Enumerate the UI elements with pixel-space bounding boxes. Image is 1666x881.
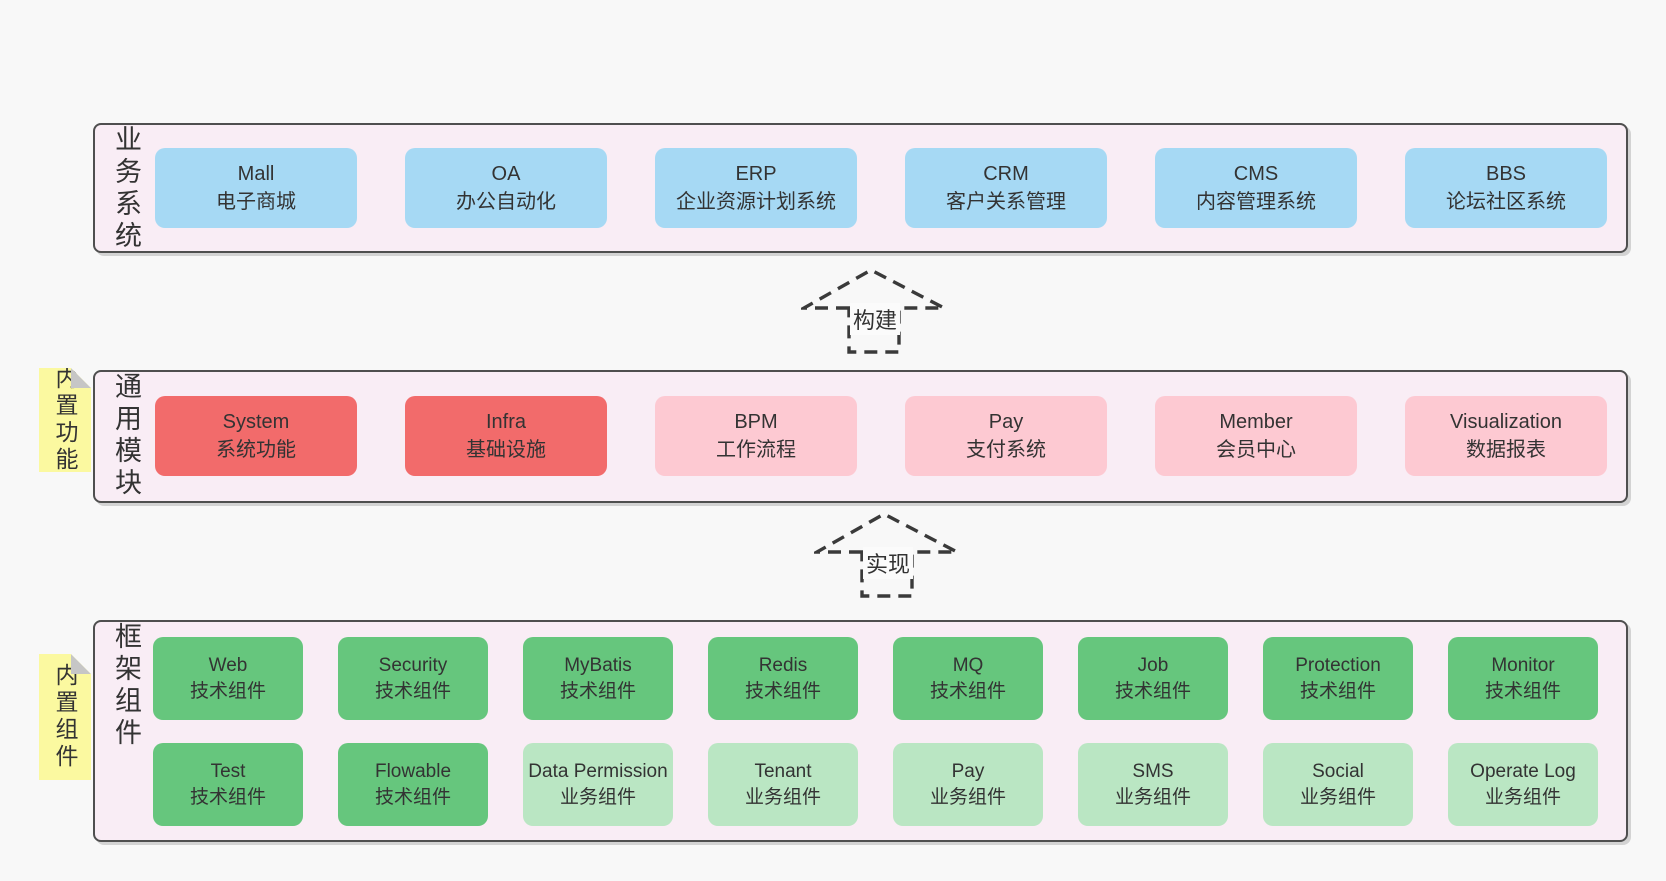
arrow-build: 构建 bbox=[801, 264, 949, 356]
box-infra: Infra 基础设施 bbox=[405, 396, 607, 476]
arrow-implement-label: 实现 bbox=[862, 547, 914, 580]
band-business-systems: 业务系统 Mall 电子商城 OA 办公自动化 ERP 企业资源计划系统 CRM… bbox=[93, 123, 1628, 253]
sticky-built-in-features: 内置功能 bbox=[39, 368, 91, 472]
box-operate-log: Operate Log 业务组件 bbox=[1448, 743, 1598, 826]
business-systems-row: Mall 电子商城 OA 办公自动化 ERP 企业资源计划系统 CRM 客户关系… bbox=[155, 148, 1607, 228]
box-flowable: Flowable 技术组件 bbox=[338, 743, 488, 826]
box-tenant: Tenant 业务组件 bbox=[708, 743, 858, 826]
box-mall: Mall 电子商城 bbox=[155, 148, 357, 228]
box-job: Job 技术组件 bbox=[1078, 637, 1228, 720]
box-web: Web 技术组件 bbox=[153, 637, 303, 720]
box-visualization: Visualization 数据报表 bbox=[1405, 396, 1607, 476]
box-crm: CRM 客户关系管理 bbox=[905, 148, 1107, 228]
box-sms: SMS 业务组件 bbox=[1078, 743, 1228, 826]
folded-corner-icon bbox=[71, 368, 91, 388]
box-social: Social 业务组件 bbox=[1263, 743, 1413, 826]
box-monitor: Monitor 技术组件 bbox=[1448, 637, 1598, 720]
box-system: System 系统功能 bbox=[155, 396, 357, 476]
box-oa: OA 办公自动化 bbox=[405, 148, 607, 228]
folded-corner-icon bbox=[71, 654, 91, 674]
box-security: Security 技术组件 bbox=[338, 637, 488, 720]
band-label-business-systems: 业务系统 bbox=[111, 125, 141, 253]
sticky-built-in-components: 内置组件 bbox=[39, 654, 91, 780]
box-test: Test 技术组件 bbox=[153, 743, 303, 826]
common-modules-row: System 系统功能 Infra 基础设施 BPM 工作流程 Pay 支付系统… bbox=[155, 396, 1607, 476]
box-bpm: BPM 工作流程 bbox=[655, 396, 857, 476]
arrow-implement: 实现 bbox=[814, 508, 962, 600]
box-redis: Redis 技术组件 bbox=[708, 637, 858, 720]
framework-components-row-1: Web 技术组件 Security 技术组件 MyBatis 技术组件 Redi… bbox=[153, 637, 1598, 720]
box-mybatis: MyBatis 技术组件 bbox=[523, 637, 673, 720]
band-label-framework-components: 框架组件 bbox=[111, 622, 141, 750]
box-bbs: BBS 论坛社区系统 bbox=[1405, 148, 1607, 228]
box-data-permission: Data Permission 业务组件 bbox=[523, 743, 673, 826]
band-label-common-modules: 通用模块 bbox=[111, 372, 141, 500]
framework-components-row-2: Test 技术组件 Flowable 技术组件 Data Permission … bbox=[153, 743, 1598, 826]
arrow-build-label: 构建 bbox=[849, 303, 901, 336]
box-erp: ERP 企业资源计划系统 bbox=[655, 148, 857, 228]
box-member: Member 会员中心 bbox=[1155, 396, 1357, 476]
box-protection: Protection 技术组件 bbox=[1263, 637, 1413, 720]
sticky-built-in-components-text: 内置组件 bbox=[52, 663, 78, 771]
box-pay-module: Pay 支付系统 bbox=[905, 396, 1107, 476]
band-common-modules: 通用模块 System 系统功能 Infra 基础设施 BPM 工作流程 Pay… bbox=[93, 370, 1628, 503]
band-framework-components: 框架组件 Web 技术组件 Security 技术组件 MyBatis 技术组件… bbox=[93, 620, 1628, 842]
box-pay-component: Pay 业务组件 bbox=[893, 743, 1043, 826]
box-mq: MQ 技术组件 bbox=[893, 637, 1043, 720]
box-cms: CMS 内容管理系统 bbox=[1155, 148, 1357, 228]
